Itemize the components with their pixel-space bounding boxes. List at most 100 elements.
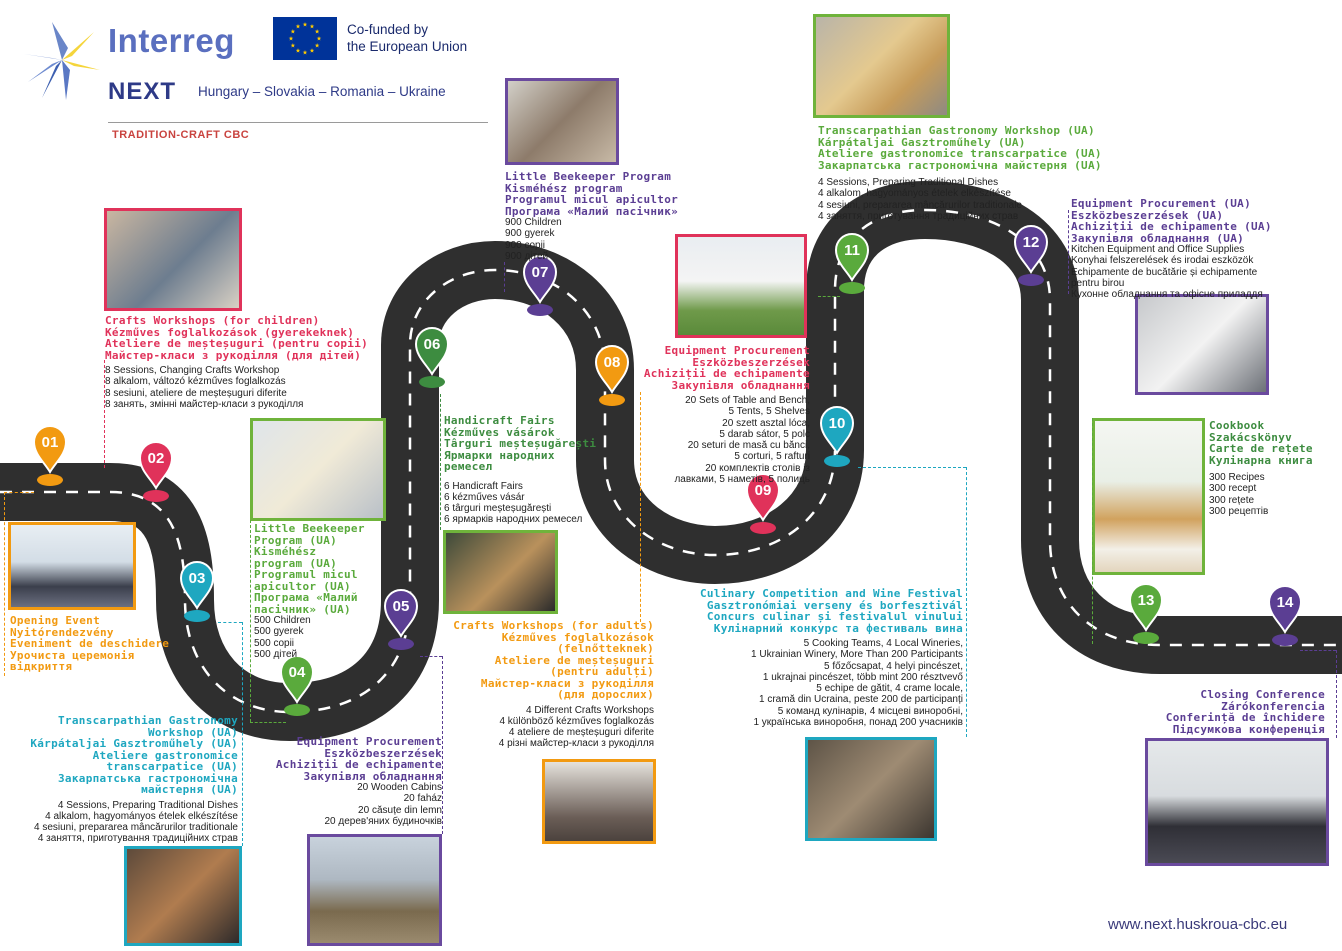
event-02-crafts-children: Crafts Workshops (for children) Kézműves… <box>105 315 368 410</box>
event-11-line: 4 sesiuni, prepararea mâncărurilor tradi… <box>818 199 1022 211</box>
event-06b-title: Program (UA) <box>254 533 338 547</box>
event-10-title: Szakácskönyv <box>1209 430 1293 444</box>
event-04-title: Eszközbeszerzések <box>324 746 442 760</box>
map-pin-icon <box>1267 585 1303 634</box>
event-09-line: 5 команд кулінарів, 4 місцеві виноробні, <box>777 705 963 717</box>
event-12-line: pentru birou <box>1071 277 1125 289</box>
connector-07 <box>504 262 505 292</box>
event-12-line: Кухонне обладнання та офісне приладдя <box>1071 289 1263 301</box>
event-04-title: Equipment Procurement <box>296 735 442 748</box>
pin-number: 01 <box>42 434 59 451</box>
photo-wooden-cabins <box>307 834 442 946</box>
event-04-title: Закупівля обладнання <box>303 769 442 783</box>
event-08-line: лавками, 5 наметів, 5 полиць <box>674 474 810 486</box>
event-14-title: Підсумкова конференція <box>1172 722 1325 736</box>
event-06b-title: пасічник» (UA) <box>254 602 351 616</box>
event-03-title: transcarpatice (UA) <box>106 760 238 773</box>
event-08-line: 5 Tents, 5 Shelves <box>728 406 810 418</box>
event-06b-beekeeper-ua: Little Beekeeper Program (UA) Kisméhész … <box>254 523 365 660</box>
event-05-crafts-adults: Crafts Workshops (for adults) Kézműves f… <box>432 620 654 750</box>
connector-08 <box>640 392 641 622</box>
pin-number: 03 <box>189 570 206 587</box>
map-pin-icon <box>594 345 630 394</box>
photo-culinary-festival <box>805 737 937 841</box>
pin-base <box>750 522 776 534</box>
map-pin-icon <box>32 425 68 474</box>
pin-base <box>1133 632 1159 644</box>
timeline-pin-02: 02 <box>138 441 174 502</box>
pin-number: 10 <box>829 415 846 432</box>
event-03-title: Закарпатська гастрономічна <box>58 771 238 785</box>
connector-02 <box>104 360 105 468</box>
event-04-line: 20 дерев'яних будиночків <box>324 815 442 827</box>
event-03-title: майстерня (UA) <box>141 783 238 796</box>
eu-flag-icon <box>273 17 337 60</box>
event-06b-line: 500 gyerek <box>254 626 304 638</box>
event-03-line: 4 alkalom, hagyományos ételek elkészítés… <box>45 810 238 822</box>
timeline-pin-14: 14 <box>1267 585 1303 646</box>
event-05-title: (pentru adulți) <box>550 665 654 678</box>
photo-closing-conference <box>1145 738 1329 866</box>
event-02-title-ro: Ateliere de meșteșuguri (pentru copii) <box>105 337 369 350</box>
pin-base <box>419 376 445 388</box>
pin-base <box>839 282 865 294</box>
eu-star <box>295 23 301 29</box>
event-04-line: 20 faház <box>403 793 442 805</box>
event-10-line: 300 recept <box>1209 483 1257 495</box>
event-08-title: Закупівля обладнання <box>671 378 810 392</box>
event-03-title: Kárpátaljai Gasztroműhely (UA) <box>30 737 238 750</box>
event-12-title: Закупівля обладнання (UA) <box>1071 231 1245 245</box>
pin-base <box>599 394 625 406</box>
map-pin-icon <box>1013 225 1049 274</box>
event-03-title: Transcarpathian Gastronomy <box>58 714 238 727</box>
timeline-pin-08: 08 <box>594 345 630 406</box>
event-09-title: Culinary Competition and Wine Festival <box>699 587 963 600</box>
pin-number: 11 <box>844 242 860 259</box>
pin-base <box>37 474 63 486</box>
pin-number: 09 <box>755 482 772 499</box>
pin-number: 14 <box>1277 594 1294 611</box>
event-06-title: Târguri meșteșugărești <box>444 437 597 450</box>
cofunded-line-1: Co-funded by <box>347 22 429 37</box>
event-11-line: 4 Sessions, Preparing Traditional Dishes <box>818 177 999 188</box>
event-07-line: 900 дітей <box>505 250 549 262</box>
event-06-title: Handicraft Fairs <box>444 414 555 427</box>
event-06-line: 6 ярмарків народних ремесел <box>444 514 583 526</box>
event-07-title: Little Beekeeper Program <box>505 170 672 183</box>
event-11-title: Закарпатська гастрономічна майстерня (UA… <box>818 158 1102 172</box>
countries-label: Hungary – Slovakia – Romania – Ukraine <box>198 84 446 99</box>
event-09-line: 1 ukrajnai pincészet, több mint 200 rész… <box>762 671 963 683</box>
timeline-pin-06: 06 <box>414 327 450 388</box>
connector-12 <box>1068 210 1069 294</box>
pin-base <box>388 638 414 650</box>
event-07-title: Programul micul apicultor <box>505 193 679 206</box>
event-11-title: Kárpátaljai Gasztroműhely (UA) <box>818 135 1026 149</box>
event-10-line: 300 рецептів <box>1209 505 1269 517</box>
event-02-title-en: Crafts Workshops (for children) <box>105 314 320 327</box>
map-pin-icon <box>1128 583 1164 632</box>
pin-base <box>527 304 553 316</box>
timeline-pin-13: 13 <box>1128 583 1164 644</box>
timeline-pin-11: 11 <box>834 233 870 294</box>
event-04-line: 20 Wooden Cabins <box>357 782 442 793</box>
photo-gastronomy-workshop <box>813 14 950 118</box>
event-06b-title: Little Beekeeper <box>254 522 365 535</box>
timeline-pin-12: 12 <box>1013 225 1049 286</box>
event-05-title: (felnőtteknek) <box>557 642 654 655</box>
pin-base <box>143 490 169 502</box>
timeline-pin-03: 03 <box>179 561 215 622</box>
pin-base <box>1018 274 1044 286</box>
map-pin-icon <box>138 441 174 490</box>
event-03-line: 4 заняття, приготування традиційних стра… <box>37 833 238 845</box>
event-10-cookbook: Cookbook Szakácskönyv Carte de rețete Ку… <box>1209 420 1313 517</box>
event-02-line: 8 занять, змінні майстер-класи з рукоділ… <box>105 398 304 410</box>
pin-base <box>824 455 850 467</box>
connector-06 <box>440 394 441 530</box>
website-link[interactable]: www.next.huskroua-cbc.eu <box>1108 916 1288 933</box>
event-05-line: 4 különböző kézműves foglalkozás <box>499 715 654 727</box>
connector-05 <box>420 656 442 657</box>
event-06b-title: Програма «Малий <box>254 591 358 604</box>
connector-04-vertical <box>250 520 251 722</box>
pin-number: 05 <box>393 598 410 615</box>
event-08-title: Achiziții de echipamente <box>643 367 810 380</box>
